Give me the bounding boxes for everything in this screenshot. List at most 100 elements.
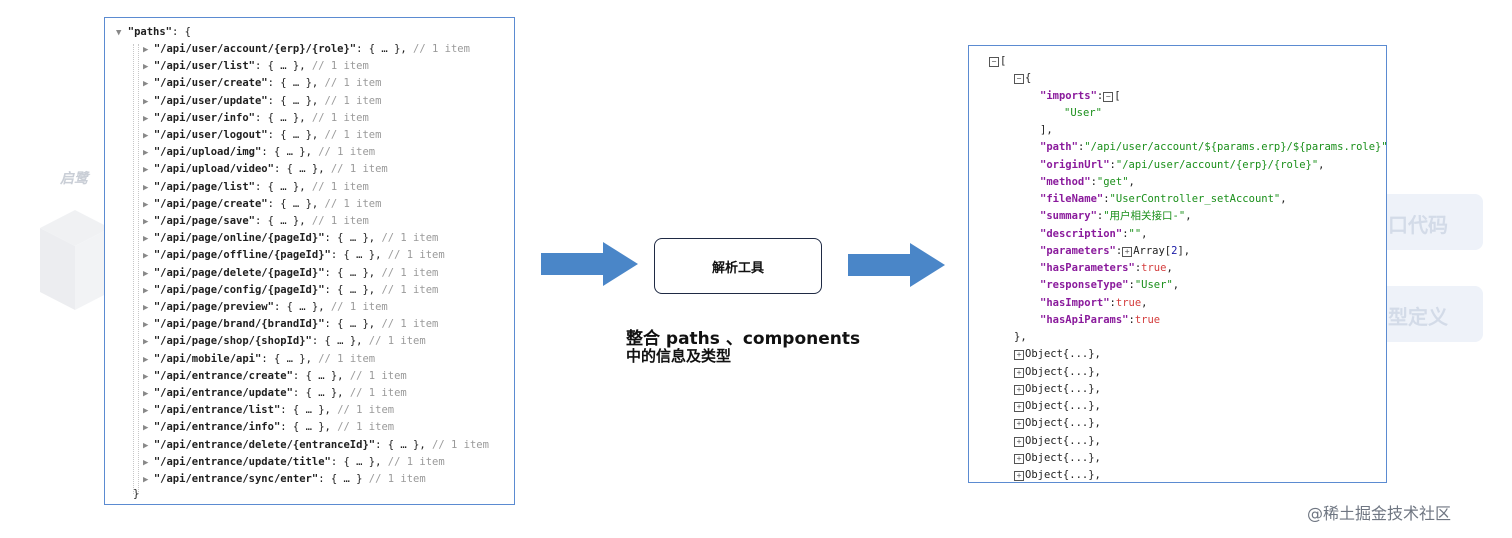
expand-toggle-icon[interactable]: + bbox=[1014, 471, 1024, 481]
expand-triangle-icon[interactable]: ▶ bbox=[143, 96, 154, 107]
path-item-row: ▶ "/api/page/save": { … }, // 1 item bbox=[143, 213, 369, 230]
expand-toggle-icon[interactable]: + bbox=[1014, 419, 1024, 430]
path-item-collapsed-value[interactable]: : { … }, bbox=[375, 438, 433, 451]
expand-triangle-icon[interactable]: ▶ bbox=[143, 268, 154, 279]
path-item-collapsed-value[interactable]: : { … }, bbox=[292, 369, 350, 382]
path-item-collapsed-value[interactable]: : { … }, bbox=[324, 283, 382, 296]
json-string: "用户相关接口-" bbox=[1103, 210, 1186, 223]
expand-triangle-icon[interactable]: ▶ bbox=[143, 423, 154, 434]
path-item-collapsed-value[interactable]: : { … }, bbox=[330, 455, 388, 468]
json-line: "fileName":"UserController_setAccount", bbox=[1040, 191, 1287, 208]
expand-triangle-icon[interactable]: ▶ bbox=[143, 234, 154, 245]
expand-triangle-icon[interactable]: ▶ bbox=[143, 217, 154, 227]
path-item-row: ▶ "/api/page/create": { … }, // 1 item bbox=[143, 196, 381, 213]
path-item-key: "/api/user/create" bbox=[153, 77, 268, 90]
collapse-toggle-icon[interactable]: − bbox=[989, 57, 999, 67]
expand-triangle-icon[interactable]: ▶ bbox=[143, 285, 154, 296]
path-item-comment: // 1 item bbox=[311, 180, 369, 193]
path-item-collapsed-value[interactable]: : { … }, bbox=[292, 387, 350, 399]
path-item-collapsed-value[interactable]: : { … } bbox=[318, 473, 369, 485]
json-punctuation: : bbox=[1128, 279, 1135, 292]
expand-toggle-icon[interactable]: + bbox=[1014, 350, 1024, 361]
path-item-collapsed-value[interactable]: : { … }, bbox=[311, 335, 369, 348]
path-item-row: ▶ "/api/page/offline/{pageId}": { … }, /… bbox=[143, 247, 445, 264]
json-line: "summary":"用户相关接口-", bbox=[1040, 208, 1192, 225]
expand-triangle-icon[interactable]: ▶ bbox=[143, 182, 154, 193]
path-item-comment: // 1 item bbox=[368, 473, 426, 485]
path-item-collapsed-value[interactable]: : { … }, bbox=[267, 94, 325, 107]
expand-triangle-icon[interactable]: ▶ bbox=[143, 303, 154, 313]
path-item-collapsed-value[interactable]: : { … }, bbox=[324, 318, 382, 331]
expand-triangle-icon[interactable]: ▶ bbox=[143, 475, 154, 485]
expand-triangle-icon[interactable]: ▶ bbox=[143, 148, 154, 159]
expand-triangle-icon[interactable]: ▶ bbox=[143, 79, 154, 90]
path-item-collapsed-value[interactable]: : { … }, bbox=[255, 60, 312, 73]
expand-toggle-icon[interactable]: + bbox=[1014, 384, 1024, 395]
path-item-collapsed-value[interactable]: : { … }, bbox=[267, 197, 325, 210]
json-punctuation: , bbox=[1141, 296, 1148, 309]
path-item-collapsed-value[interactable]: : { … }, bbox=[273, 301, 331, 313]
expand-toggle-icon[interactable]: + bbox=[1014, 402, 1024, 412]
expand-triangle-icon[interactable]: ▶ bbox=[143, 354, 154, 365]
collapse-toggle-icon[interactable]: − bbox=[1014, 74, 1024, 85]
json-punctuation: Object{...}, bbox=[1025, 417, 1101, 430]
expand-triangle-icon[interactable]: ▶ bbox=[143, 371, 154, 382]
expand-triangle-icon[interactable]: ▶ bbox=[143, 337, 154, 348]
path-item-collapsed-value[interactable]: : { … }, bbox=[255, 111, 312, 124]
json-punctuation: , bbox=[1172, 279, 1180, 292]
path-item-row: ▶ "/api/entrance/delete/{entranceId}": {… bbox=[143, 437, 489, 454]
path-item-collapsed-value[interactable]: : { … }, bbox=[330, 249, 388, 262]
path-item-row: ▶ "/api/upload/video": { … }, // 1 item bbox=[143, 161, 388, 178]
path-item-collapsed-value[interactable]: : { … }, bbox=[261, 352, 319, 365]
expand-triangle-icon[interactable]: ▶ bbox=[143, 45, 154, 55]
path-item-comment: // 1 item bbox=[349, 369, 407, 382]
path-item-collapsed-value[interactable]: : { … }, bbox=[267, 77, 325, 90]
path-item-collapsed-value[interactable]: : { … }, bbox=[280, 404, 338, 417]
path-item-row: ▶ "/api/entrance/create": { … }, // 1 it… bbox=[143, 368, 407, 385]
path-item-row: ▶ "/api/user/logout": { … }, // 1 item bbox=[143, 127, 381, 144]
path-item-collapsed-value[interactable]: : { … }, bbox=[267, 129, 325, 141]
path-item-key: "/api/mobile/api" bbox=[153, 352, 262, 365]
expand-triangle-icon[interactable]: ▶ bbox=[143, 113, 154, 124]
expand-triangle-icon[interactable]: ▶ bbox=[143, 406, 154, 417]
collapse-triangle-icon[interactable]: ▼ bbox=[116, 28, 122, 38]
path-item-collapsed-value[interactable]: : { … }, bbox=[324, 232, 382, 245]
expand-triangle-icon[interactable]: ▶ bbox=[143, 389, 154, 399]
expand-toggle-icon[interactable]: + bbox=[1014, 367, 1024, 378]
json-punctuation: Object{...}, bbox=[1025, 451, 1101, 464]
expand-triangle-icon[interactable]: ▶ bbox=[143, 62, 154, 73]
expand-toggle-icon[interactable]: + bbox=[1014, 453, 1024, 464]
path-item-key: "/api/entrance/delete/{entranceId}" bbox=[153, 438, 376, 451]
path-item-collapsed-value[interactable]: : { … }, bbox=[255, 215, 312, 227]
background-server-icon bbox=[40, 210, 110, 310]
json-punctuation: Array[ bbox=[1133, 244, 1172, 257]
json-punctuation: : bbox=[1109, 158, 1116, 171]
json-line: +Object{...}, bbox=[1014, 381, 1101, 398]
path-item-collapsed-value[interactable]: : { … }, bbox=[324, 266, 382, 279]
expand-toggle-icon[interactable]: + bbox=[1122, 246, 1133, 257]
json-punctuation: : bbox=[1122, 227, 1129, 240]
collapse-toggle-icon[interactable]: − bbox=[1103, 91, 1114, 102]
json-line: −[ bbox=[989, 53, 1006, 70]
json-line: +Object{...}, bbox=[1014, 433, 1101, 450]
path-item-collapsed-value[interactable]: : { … }, bbox=[356, 43, 414, 55]
expand-triangle-icon[interactable]: ▶ bbox=[143, 131, 154, 141]
expand-toggle-icon[interactable]: + bbox=[1014, 436, 1024, 447]
expand-triangle-icon[interactable]: ▶ bbox=[143, 440, 154, 451]
path-item-key: "/api/page/create" bbox=[153, 197, 268, 210]
expand-triangle-icon[interactable]: ▶ bbox=[143, 199, 154, 210]
path-item-key: "/api/upload/video" bbox=[153, 163, 274, 176]
json-punctuation: [ bbox=[1000, 55, 1007, 67]
expand-triangle-icon[interactable]: ▶ bbox=[143, 251, 154, 262]
expand-triangle-icon[interactable]: ▶ bbox=[143, 165, 154, 176]
path-item-comment: // 1 item bbox=[324, 129, 382, 141]
json-line: +Object{...}, bbox=[1014, 364, 1101, 381]
expand-triangle-icon[interactable]: ▶ bbox=[143, 457, 154, 468]
path-item-row: ▶ "/api/mobile/api": { … }, // 1 item bbox=[143, 351, 375, 368]
path-item-key: "/api/user/list" bbox=[153, 60, 255, 73]
expand-triangle-icon[interactable]: ▶ bbox=[143, 320, 154, 331]
path-item-collapsed-value[interactable]: : { … }, bbox=[280, 421, 338, 434]
path-item-collapsed-value[interactable]: : { … }, bbox=[273, 163, 331, 176]
path-item-collapsed-value[interactable]: : { … }, bbox=[255, 180, 312, 193]
path-item-collapsed-value[interactable]: : { … }, bbox=[261, 146, 319, 159]
